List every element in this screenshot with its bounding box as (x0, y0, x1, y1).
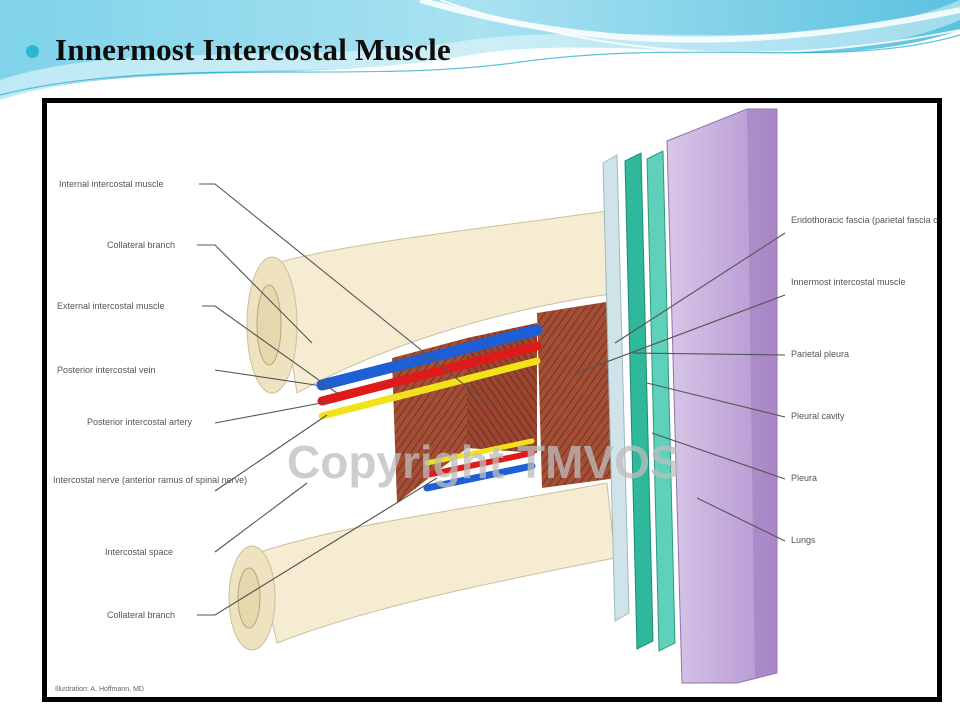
label-collateral-branch-upper: Collateral branch (107, 240, 175, 250)
right-labels: Endothoracic fascia (parietal fascia of … (791, 215, 937, 545)
label-intercostal-nerve: Intercostal nerve (anterior ramus of spi… (53, 475, 247, 485)
label-collateral-branch-lower: Collateral branch (107, 610, 175, 620)
label-posterior-intercostal-artery: Posterior intercostal artery (87, 417, 193, 427)
figure-credit: Illustration: A. Hoffmann, MD (55, 686, 144, 693)
upper-artery (317, 341, 542, 406)
label-external-intercostal: External intercostal muscle (57, 301, 165, 311)
label-internal-intercostal: Internal intercostal muscle (59, 179, 164, 189)
lower-rib (228, 482, 616, 651)
left-labels: Internal intercostal muscle Collateral b… (53, 179, 247, 620)
title-row: Innermost Intercostal Muscle (26, 28, 451, 72)
upper-neurovascular-bundle (316, 324, 543, 420)
bullet-icon (26, 44, 39, 58)
lower-artery (424, 450, 535, 478)
pleura-lung-layers (602, 108, 778, 684)
upper-nerve (318, 357, 541, 420)
lower-nerve (424, 438, 535, 466)
label-pleura: Pleura (791, 473, 817, 483)
left-leader-lines (197, 183, 488, 616)
watermark: Copyright TMVOS (287, 436, 681, 488)
endothoracic-fascia (602, 154, 630, 622)
slide-title: Innermost Intercostal Muscle (55, 32, 451, 67)
parietal-pleura (624, 152, 654, 650)
label-innermost-intercostal: Innermost intercostal muscle (791, 277, 906, 287)
figure-frame: Copyright TMVOS Internal intercostal mus… (42, 98, 942, 702)
anatomy-diagram: Copyright TMVOS Internal intercostal mus… (53, 108, 937, 693)
lower-vein (423, 462, 536, 492)
label-parietal-pleura: Parietal pleura (791, 349, 849, 359)
upper-vein (316, 324, 543, 391)
upper-rib (246, 210, 618, 394)
lower-neurovascular-bundle (423, 438, 536, 492)
header-wave-decoration (0, 0, 960, 100)
label-lungs: Lungs (791, 535, 816, 545)
visceral-pleura (646, 150, 676, 652)
label-pleural-cavity: Pleural cavity (791, 411, 845, 421)
right-leader-lines (576, 232, 786, 542)
label-posterior-intercostal-vein: Posterior intercostal vein (57, 365, 156, 375)
label-intercostal-space: Intercostal space (105, 547, 173, 557)
label-endothoracic-fascia: Endothoracic fascia (parietal fascia of … (791, 215, 937, 225)
